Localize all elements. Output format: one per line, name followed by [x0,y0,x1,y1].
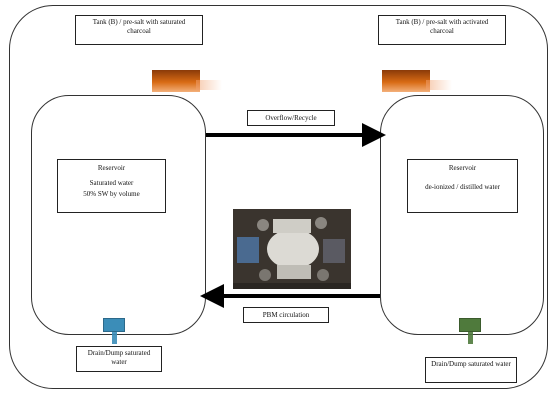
outer-enclosure [9,5,548,389]
apparatus-photo [233,209,351,289]
heater-icon [152,70,222,92]
heater-icon [382,70,452,92]
right-tank [380,95,544,335]
right-drain-label: Drain/Dump saturated water [425,357,517,383]
right-reservoir-line1: de-ionized / distilled water [425,183,500,191]
tank-right-label: Tank (B) / pre-salt with activated charc… [378,15,506,45]
right-reservoir-title: Reservoir [448,164,477,172]
left-drain-label: Drain/Dump saturated water [76,346,162,372]
tank-left-label: Tank (B) / pre-salt with saturated charc… [75,15,203,45]
faucet-icon [103,318,125,344]
right-reservoir-box: Reservoir de-ionized / distilled water [407,159,518,213]
faucet-icon [459,318,481,344]
left-reservoir-title: Reservoir [97,164,126,172]
pbm-label: PBM circulation [243,307,329,323]
left-tank [31,95,206,335]
left-reservoir-line1: Saturated water [89,179,134,187]
left-reservoir-line2: 50% SW by volume [83,190,140,198]
overflow-label: Overflow/Recycle [247,110,335,126]
left-reservoir-box: Reservoir Saturated water 50% SW by volu… [57,159,166,213]
